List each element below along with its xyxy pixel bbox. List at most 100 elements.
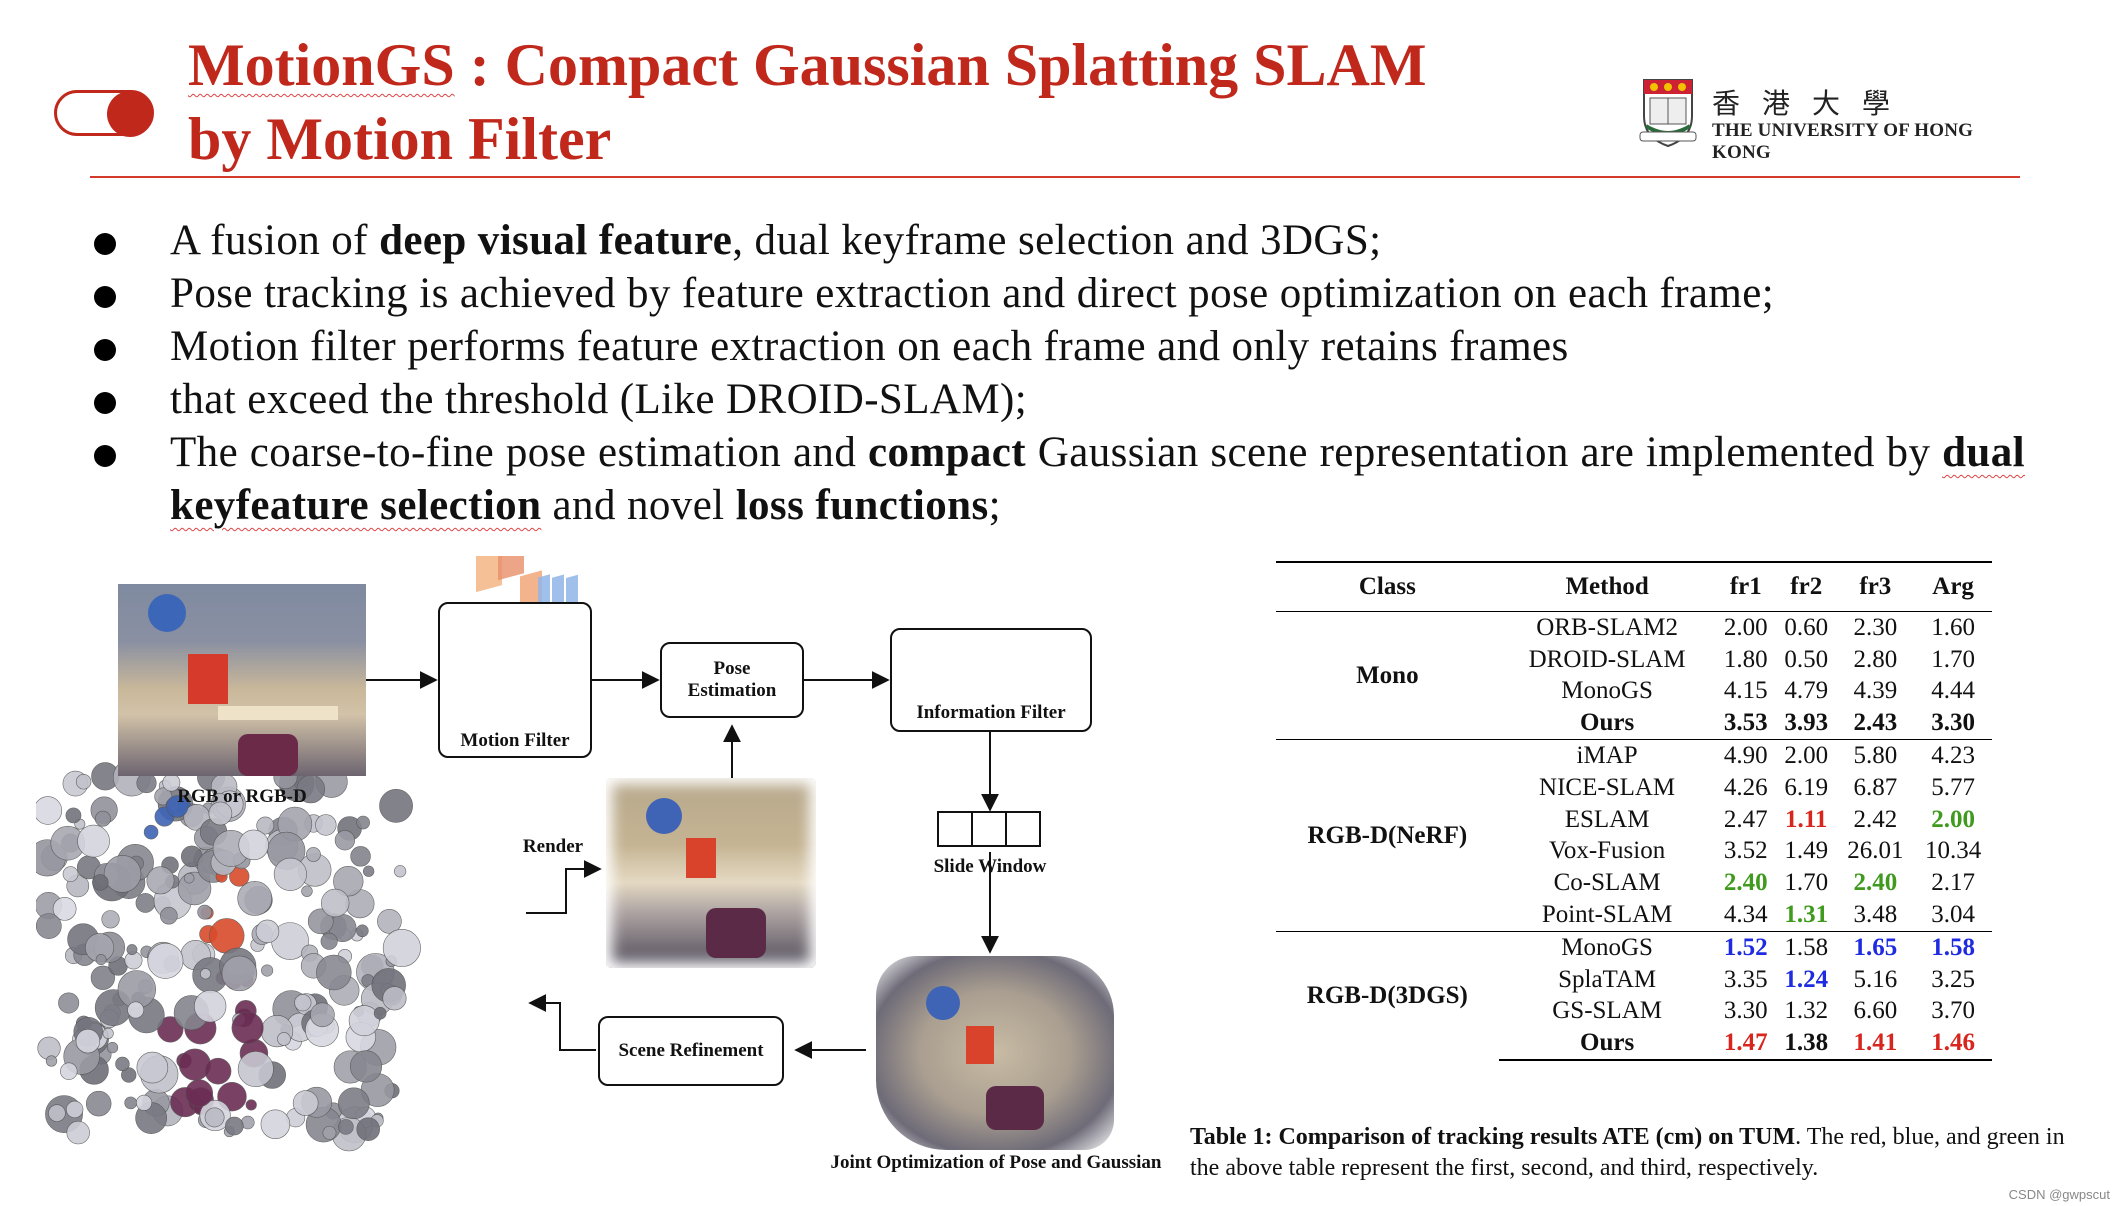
method-cell: GS-SLAM bbox=[1552, 997, 1662, 1025]
bullet-text: ; bbox=[988, 482, 1001, 529]
value-cell: 1.24 bbox=[1784, 965, 1829, 993]
bullet-text: loss functions bbox=[735, 482, 989, 529]
value-cell: 2.00 bbox=[1776, 739, 1837, 772]
class-cell: RGB-D(3DGS) bbox=[1276, 930, 1499, 1061]
caption-bold: Table 1: Comparison of tracking results … bbox=[1190, 1124, 1796, 1150]
value-cell: 3.53 bbox=[1723, 709, 1768, 737]
value-cell: 2.80 bbox=[1853, 645, 1898, 673]
method-cell: Point-SLAM bbox=[1541, 901, 1673, 929]
value-cell: 4.90 bbox=[1715, 739, 1777, 772]
value-cell: 3.30 bbox=[1931, 709, 1975, 737]
input-label: RGB or RGB-D bbox=[177, 786, 307, 807]
value-cell: 2.43 bbox=[1853, 709, 1898, 737]
value-cell: 2.40 bbox=[1723, 869, 1768, 897]
value-cell: 5.80 bbox=[1836, 739, 1915, 772]
bullet-text: Gaussian scene representation are implem… bbox=[1026, 429, 1943, 476]
table-row: SplaTAM 3.35 1.24 5.16 3.25 bbox=[1276, 964, 1992, 996]
motion-filter-box: Motion Filter bbox=[438, 602, 592, 758]
bullet-text: A fusion of bbox=[170, 217, 380, 264]
value-cell: 1.31 bbox=[1784, 901, 1829, 929]
information-filter-box: Information Filter bbox=[890, 628, 1092, 732]
pipeline-diagram: RGB or RGB-D Motion Filter Pose Estimati… bbox=[36, 556, 1241, 1176]
bullet-list: A fusion of deep visual feature, dual ke… bbox=[90, 214, 2025, 532]
table-header-cell: fr2 bbox=[1776, 561, 1837, 612]
value-cell: 3.52 bbox=[1723, 837, 1768, 865]
table-header-cell: fr3 bbox=[1836, 561, 1915, 612]
bullet-text: , dual keyframe selection and 3DGS; bbox=[732, 217, 1382, 264]
value-cell: 3.25 bbox=[1931, 965, 1975, 993]
logo-english-name: THE UNIVERSITY OF HONG KONG bbox=[1712, 120, 1974, 163]
value-cell: 4.26 bbox=[1723, 773, 1768, 801]
method-cell: Ours bbox=[1580, 709, 1635, 737]
method-cell: SplaTAM bbox=[1558, 965, 1657, 993]
table-row: MonoGS 4.15 4.79 4.39 4.44 bbox=[1276, 676, 1992, 708]
value-cell: 1.58 bbox=[1914, 930, 1992, 964]
value-cell: 2.00 bbox=[1723, 613, 1768, 641]
pose-label-line1: Pose bbox=[713, 658, 751, 679]
pose-estimation-box: Pose Estimation bbox=[660, 642, 804, 718]
value-cell: 4.44 bbox=[1931, 677, 1975, 705]
value-cell: 1.80 bbox=[1723, 645, 1768, 673]
title-line1: : Compact Gaussian Splatting SLAM bbox=[454, 32, 1427, 98]
bullet-text: that exceed the threshold (Like DROID-SL… bbox=[170, 376, 1028, 423]
value-cell: 4.79 bbox=[1784, 677, 1829, 705]
information-filter-label: Information Filter bbox=[916, 702, 1066, 723]
method-cell: Ours bbox=[1498, 1027, 1716, 1062]
joint-optimization-label: Joint Optimization of Pose and Gaussian bbox=[830, 1152, 1162, 1173]
value-cell: 6.87 bbox=[1853, 773, 1898, 801]
value-cell: 2.17 bbox=[1931, 869, 1975, 897]
csdn-credit: CSDN @gwpscut bbox=[2008, 1187, 2110, 1202]
value-cell: 3.48 bbox=[1853, 901, 1898, 929]
bullet-item: A fusion of deep visual feature, dual ke… bbox=[90, 214, 2025, 267]
value-cell: 5.16 bbox=[1853, 965, 1898, 993]
title-divider bbox=[90, 176, 2020, 178]
bullet-text: Pose tracking is achieved by feature ext… bbox=[170, 270, 1775, 317]
value-cell: 0.60 bbox=[1784, 613, 1829, 641]
scene-refinement-box: Scene Refinement bbox=[598, 1016, 784, 1086]
method-cell: NICE-SLAM bbox=[1539, 773, 1676, 801]
value-cell: 1.46 bbox=[1914, 1027, 1992, 1062]
value-cell: 1.11 bbox=[1785, 805, 1828, 833]
scene-refinement-label: Scene Refinement bbox=[618, 1040, 764, 1061]
bullet-dot-icon bbox=[94, 286, 116, 308]
value-cell: 4.15 bbox=[1723, 677, 1768, 705]
table-header-cell: fr1 bbox=[1715, 561, 1777, 612]
bullet-dot-icon bbox=[94, 392, 116, 414]
motion-filter-label: Motion Filter bbox=[460, 730, 570, 751]
bullet-dot-icon bbox=[94, 339, 116, 361]
value-cell: 1.70 bbox=[1931, 645, 1975, 673]
value-cell: 1.58 bbox=[1776, 930, 1837, 964]
value-cell: 3.93 bbox=[1784, 709, 1829, 737]
class-cell: Mono bbox=[1356, 661, 1419, 689]
value-cell: 6.19 bbox=[1784, 773, 1829, 801]
method-cell: DROID-SLAM bbox=[1528, 645, 1686, 673]
value-cell: 2.40 bbox=[1853, 869, 1898, 897]
method-cell: MonoGS bbox=[1561, 677, 1653, 705]
method-cell: ORB-SLAM2 bbox=[1536, 613, 1678, 641]
value-cell: 1.38 bbox=[1776, 1027, 1837, 1062]
university-crest-icon bbox=[1639, 79, 1697, 148]
title-motiongs: MotionGS bbox=[188, 32, 455, 98]
bullet-dot-icon bbox=[94, 445, 116, 467]
bullet-text: Motion filter performs feature extractio… bbox=[170, 323, 1569, 370]
optimized-scene-image bbox=[876, 956, 1114, 1150]
value-cell: 3.35 bbox=[1723, 965, 1768, 993]
value-cell: 1.70 bbox=[1784, 869, 1829, 897]
bullet-text: The coarse-to-fine pose estimation and bbox=[170, 429, 868, 476]
value-cell: 4.23 bbox=[1914, 739, 1992, 772]
gaussian-splat-cloud-icon bbox=[36, 758, 421, 1152]
value-cell: 3.70 bbox=[1931, 997, 1975, 1025]
method-cell: iMAP bbox=[1498, 739, 1716, 772]
value-cell: 4.39 bbox=[1853, 677, 1898, 705]
value-cell: 1.32 bbox=[1784, 997, 1829, 1025]
value-cell: 1.65 bbox=[1836, 930, 1915, 964]
